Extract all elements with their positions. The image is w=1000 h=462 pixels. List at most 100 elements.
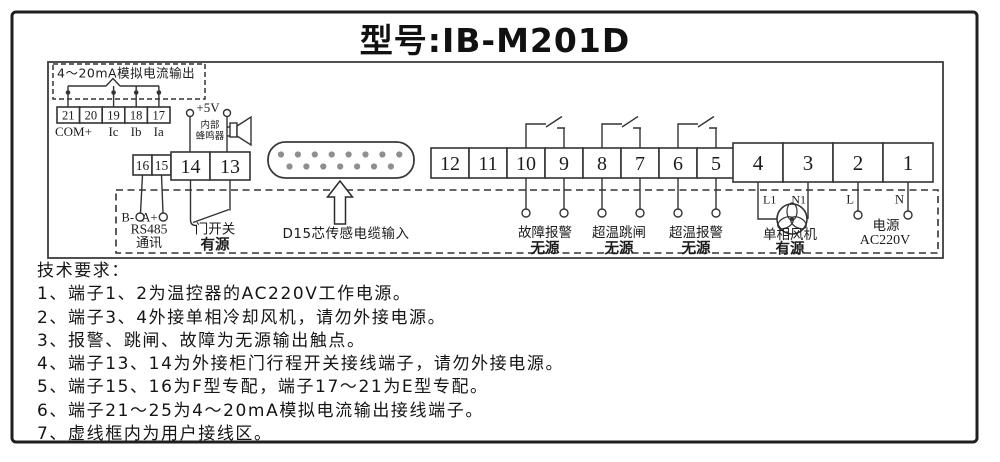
terminal-labels-21-17: 21 20 19 18 17 [62,109,165,123]
door-switch-icon [189,180,231,227]
rs485-b-label: B- [122,211,135,225]
terminal-5-label: 5 [711,153,721,175]
plus5v-label: +5V [196,100,220,115]
terminal-4-label: 4 [753,151,764,175]
com-plus-label: COM+ [55,124,92,139]
ib-label: Ib [131,124,142,139]
rs485-wires [139,174,164,214]
relay-contact-icon-fault [525,115,565,148]
fault-alarm-label: 故障报警 [518,225,572,241]
d15-connector [267,141,415,225]
overtemp-alarm-label: 超温报警 [669,225,723,241]
analog-bracket [68,77,159,87]
door-switch-status: 有源 [201,236,230,254]
relay-contact-icon-trip [601,115,641,148]
requirement-item: 4、端子13、14为外接柜门行程开关接线端子，请勿外接电源。 [37,354,565,375]
power-n-label: N [895,193,904,207]
terminal-15-label: 15 [155,158,169,173]
d15-label: D15芯传感电缆输入 [282,225,409,242]
buzzer-wires [189,116,230,152]
terminal-labels-12-5: 12 11 10 9 8 7 6 5 [440,153,721,175]
power-voltage-label: AC220V [860,233,911,248]
analog-output-label: 4～20mA模拟电流输出 [57,66,195,81]
fan-status: 有源 [776,240,805,258]
plus5v-right-node [222,108,232,118]
buzzer-label-line2: 蜂鸣器 [196,130,225,142]
requirement-item: 5、端子15、16为F型专配，端子17～21为E型专配。 [37,377,489,398]
power-section [853,182,913,220]
terminal-block-4-1 [732,142,934,183]
analog-output-section [52,63,206,124]
terminal-12-label: 12 [440,153,460,175]
requirement-item: 1、端子1、2为温控器的AC220V工作电源。 [37,284,412,305]
analog-wire-dots [65,90,162,95]
requirement-item: 7、虚线框内为用户接线区。 [37,424,273,445]
up-arrow-icon [325,179,355,225]
plus5v-left-node [185,108,195,118]
relay-contact-icons [525,115,717,148]
overtemp-trip-label: 超温跳闸 [592,225,646,241]
rs485-a-label: A+ [141,211,157,225]
ia-label: Ia [154,124,164,139]
buzzer-label-line1: 内部 [200,119,219,131]
user-wiring-area-dashed-box [115,189,939,254]
power-l-label: L [846,193,854,207]
output-wires [521,178,721,218]
terminal-labels-4-1: 4 3 2 1 [753,151,914,175]
requirements-heading: 技术要求： [37,261,130,281]
terminal-block-16-13 [132,151,251,181]
terminal-8-label: 8 [597,153,607,175]
overtemp-trip-status: 无源 [605,239,634,257]
terminal-19-label: 19 [107,109,120,123]
fan-l1-label: L1 [763,193,776,207]
fan-label: 单相风机 [763,227,817,243]
analog-pin-names: COM+ Ic Ib Ia [55,124,164,139]
door-switch-label: 门开关 [195,222,236,238]
fan-wires [757,182,809,220]
ic-label: Ic [108,124,118,139]
buzzer-section [185,108,252,152]
relay-contact-icon-alarm [677,115,717,148]
terminal-21-label: 21 [62,109,75,123]
fan-n1-label: N1 [791,193,806,207]
rs485-section [135,174,169,222]
terminal-block-21-17 [56,106,171,124]
page-title: 型号:IB-M201D [359,21,631,60]
rs485-name2: 通讯 [136,236,162,251]
terminal-11-label: 11 [478,153,497,175]
power-wires [857,182,909,211]
overtemp-alarm-status: 无源 [682,239,711,257]
rs485-name: RS485 [131,222,168,237]
terminal-9-label: 9 [559,153,569,175]
requirement-item: 3、报警、跳闸、故障为无源输出触点。 [37,330,366,351]
terminal-16-label: 16 [136,158,150,173]
terminal-2-label: 2 [853,151,864,175]
fan-section [757,182,809,235]
requirement-item: 2、端子3、4外接单相冷却风机，请勿外接电源。 [37,307,447,328]
power-l-node [853,210,863,220]
rs485-a-node [158,212,169,222]
terminal-6-label: 6 [673,153,683,175]
terminal-10-label: 10 [516,153,536,175]
terminal-14-label: 14 [181,156,201,178]
fault-alarm-status: 无源 [531,239,560,257]
analog-output-dashed-box [52,63,206,100]
terminal-1-label: 1 [903,151,914,175]
rs485-b-node [135,212,145,222]
speaker-icon [229,115,252,147]
power-label: 电源 [873,218,901,234]
terminal-block-12-5 [430,147,736,179]
terminal-20-label: 20 [85,109,98,123]
terminal-18-label: 18 [130,109,143,123]
analog-wires [67,86,160,107]
terminal-17-label: 17 [152,109,165,123]
outer-border [10,10,979,444]
fan-icon [776,202,808,235]
terminal-7-label: 7 [635,153,645,175]
power-n-node [903,210,913,220]
d15-pins [277,151,403,170]
requirement-item: 6、端子21～25为4～20mA模拟电流输出接线端子。 [37,400,484,421]
technical-requirements: 技术要求： 1、端子1、2为温控器的AC220V工作电源。 2、端子3、4外接单… [37,260,967,446]
